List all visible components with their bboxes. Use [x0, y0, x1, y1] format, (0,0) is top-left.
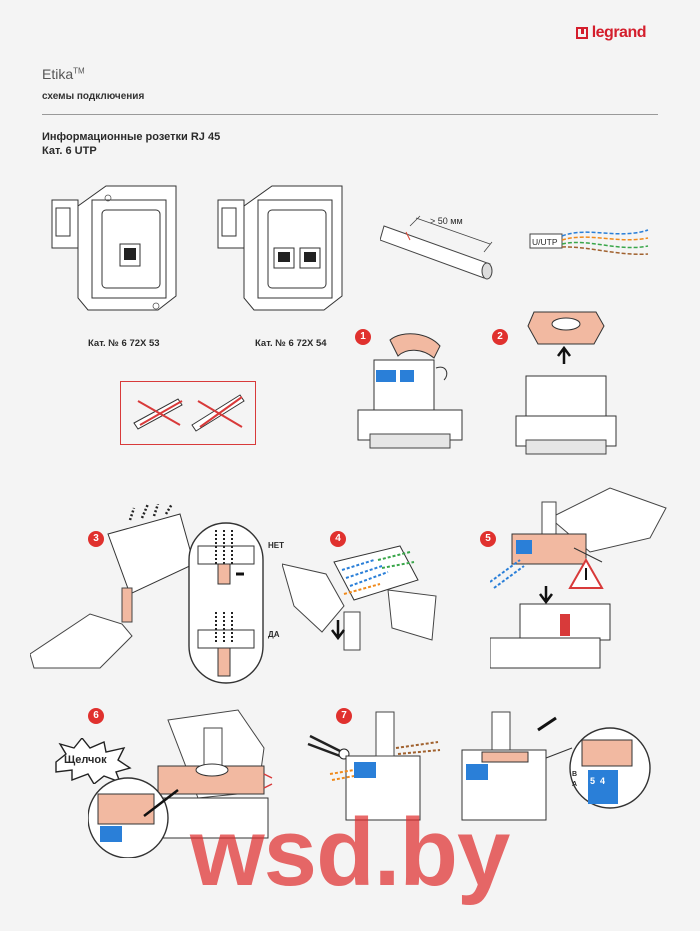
- module-label-4: 4: [600, 776, 606, 786]
- strip-length-label: > 50 мм: [430, 216, 463, 226]
- arrow-down-icon: [539, 586, 553, 605]
- step-7-cutter-illustration: [307, 711, 441, 821]
- click-label: Щелчок: [64, 754, 107, 766]
- cross-icon: [137, 400, 183, 426]
- module-label-a: A: [572, 781, 578, 788]
- module-label-5: 5: [590, 776, 596, 786]
- forbidden-tools-illustration: [133, 394, 245, 432]
- legrand-logo-text: legrand: [591, 24, 647, 41]
- socket-double-illustration: [217, 185, 343, 311]
- step-5-illustration: [490, 487, 667, 669]
- step-7-final-illustration: [461, 711, 651, 821]
- step-2-badge: 2: [492, 329, 508, 345]
- arrow-up-icon: [557, 345, 571, 364]
- product-label-double: Кат. № 6 72X 54: [255, 338, 327, 349]
- step-6-badge: 6: [88, 708, 104, 724]
- header-divider: [42, 114, 658, 115]
- cable-type-label: U/UTP: [532, 237, 558, 247]
- module-label-b: B: [572, 771, 578, 778]
- series-title: EtikaTM: [42, 66, 85, 82]
- wrong-label: НЕТ: [268, 541, 284, 550]
- right-label: ДА: [268, 630, 280, 639]
- step-1-badge: 1: [355, 329, 371, 345]
- legrand-logo-mark-icon: [575, 27, 588, 39]
- step-4-illustration: [282, 545, 437, 651]
- step-3-hand-illustration: [30, 504, 195, 669]
- step-1-illustration: [357, 333, 463, 449]
- utp-cable-illustration: [529, 229, 649, 256]
- section-category: Кат. 6 UTP: [42, 145, 97, 157]
- step-6-illustration: [88, 709, 273, 858]
- forbidden-tools-box: [120, 381, 256, 445]
- step-2-illustration: [515, 311, 617, 455]
- step-7-badge: 7: [336, 708, 352, 724]
- cable-strip-illustration: [380, 215, 493, 280]
- legrand-logo: legrand: [575, 24, 647, 42]
- watermark: wsd.by: [190, 799, 510, 906]
- step-3-detail-illustration: [188, 522, 264, 684]
- arrow-down-icon: [331, 620, 345, 641]
- socket-single-illustration: [51, 185, 177, 311]
- cross-icon: [197, 396, 243, 428]
- page-subtitle: схемы подключения: [42, 91, 145, 102]
- step-5-badge: 5: [480, 531, 496, 547]
- product-label-single: Кат. № 6 72X 53: [88, 338, 160, 349]
- click-burst-icon: [55, 738, 132, 784]
- section-title: Информационные розетки RJ 45: [42, 131, 221, 143]
- step-3-badge: 3: [88, 531, 104, 547]
- step-4-badge: 4: [330, 531, 346, 547]
